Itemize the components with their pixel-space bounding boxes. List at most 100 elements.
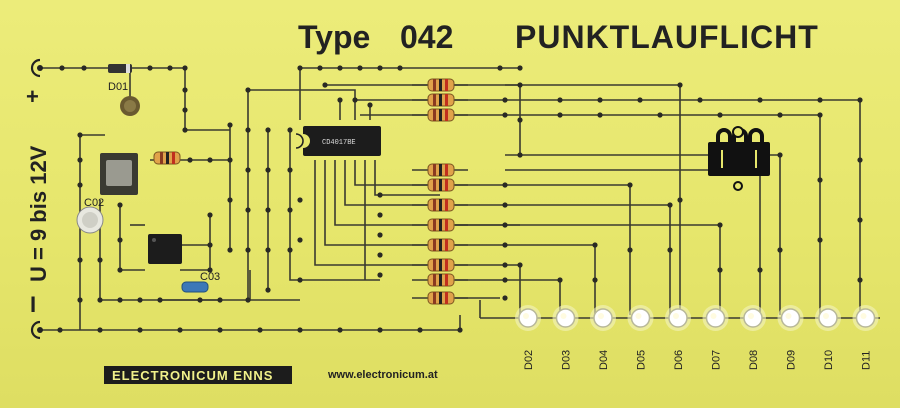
- pad: [182, 127, 188, 133]
- pad: [377, 252, 383, 258]
- pad: [667, 202, 673, 208]
- pad: [77, 182, 83, 188]
- pad: [777, 112, 783, 118]
- pad: [502, 277, 508, 283]
- pad: [367, 102, 373, 108]
- pad: [217, 327, 223, 333]
- pad: [147, 65, 153, 71]
- counter-ic: [295, 126, 381, 156]
- pad: [592, 242, 598, 248]
- pad: [857, 277, 863, 283]
- pad: [245, 207, 251, 213]
- pad: [502, 202, 508, 208]
- pad: [817, 97, 823, 103]
- pad: [245, 247, 251, 253]
- pad: [717, 112, 723, 118]
- pad: [502, 112, 508, 118]
- resistor-array: [412, 78, 468, 305]
- pad: [245, 297, 251, 303]
- led: [627, 305, 654, 331]
- pad: [857, 217, 863, 223]
- pad: [117, 237, 123, 243]
- pad: [857, 97, 863, 103]
- pad: [297, 237, 303, 243]
- pad: [717, 267, 723, 273]
- pad: [265, 287, 271, 293]
- pad: [287, 207, 293, 213]
- pad: [517, 152, 523, 158]
- resistor: [412, 273, 468, 287]
- led: [702, 305, 729, 331]
- pad: [777, 247, 783, 253]
- pad: [227, 157, 233, 163]
- pad: [245, 127, 251, 133]
- capacitor-c03: [181, 281, 209, 293]
- pad: [77, 297, 83, 303]
- pad: [217, 297, 223, 303]
- counter-ic-marking: CD4017BE: [322, 139, 356, 147]
- diode-d01: [108, 64, 132, 73]
- capacitor-c02: [76, 206, 104, 234]
- pad: [97, 327, 103, 333]
- wire-plus-rail: [40, 67, 186, 130]
- pad: [197, 297, 203, 303]
- pad: [777, 152, 783, 158]
- pad: [502, 97, 508, 103]
- led: [852, 305, 879, 331]
- pad: [257, 327, 263, 333]
- website-text: www.electronicum.at: [327, 369, 438, 381]
- voltage-label: U = 9 bis 12V: [26, 145, 51, 282]
- pad: [57, 327, 63, 333]
- wire-bottom-rail: [40, 315, 461, 331]
- pad: [337, 65, 343, 71]
- capacitor-c02-label: C02: [84, 197, 104, 209]
- pad: [377, 192, 383, 198]
- resistor: [412, 238, 468, 252]
- pad: [457, 327, 463, 333]
- pad: [817, 237, 823, 243]
- pad: [265, 207, 271, 213]
- pad: [117, 297, 123, 303]
- led-label: D03: [561, 350, 573, 370]
- pad: [517, 82, 523, 88]
- pad: [502, 242, 508, 248]
- pad: [207, 267, 213, 273]
- voltage-regulator: [100, 153, 138, 195]
- pad: [757, 97, 763, 103]
- pad: [377, 272, 383, 278]
- pad: [157, 297, 163, 303]
- pad: [187, 157, 193, 163]
- pad: [245, 167, 251, 173]
- pad: [317, 65, 323, 71]
- pad: [265, 167, 271, 173]
- led: [665, 305, 691, 331]
- resistor: [412, 93, 468, 107]
- resistor: [412, 291, 468, 305]
- resistor-r-reg: [153, 151, 181, 165]
- pad: [557, 277, 563, 283]
- pad: [297, 277, 303, 283]
- pad: [245, 87, 251, 93]
- pad: [517, 65, 523, 71]
- pad: [517, 117, 523, 123]
- pad: [857, 157, 863, 163]
- pad: [357, 65, 363, 71]
- minus-terminal: [30, 320, 43, 340]
- pad: [167, 65, 173, 71]
- led: [740, 305, 766, 331]
- pad: [227, 197, 233, 203]
- pad: [77, 132, 83, 138]
- solder-pads: [37, 65, 863, 333]
- led-label: D04: [598, 350, 610, 370]
- pad: [287, 247, 293, 253]
- capacitor-c01: [120, 96, 140, 116]
- pad: [377, 212, 383, 218]
- pad: [207, 212, 213, 218]
- timer-ic: [148, 234, 182, 264]
- resistor: [412, 258, 468, 272]
- led-label: D09: [786, 350, 798, 370]
- pad: [297, 327, 303, 333]
- led: [515, 305, 541, 331]
- pad: [117, 202, 123, 208]
